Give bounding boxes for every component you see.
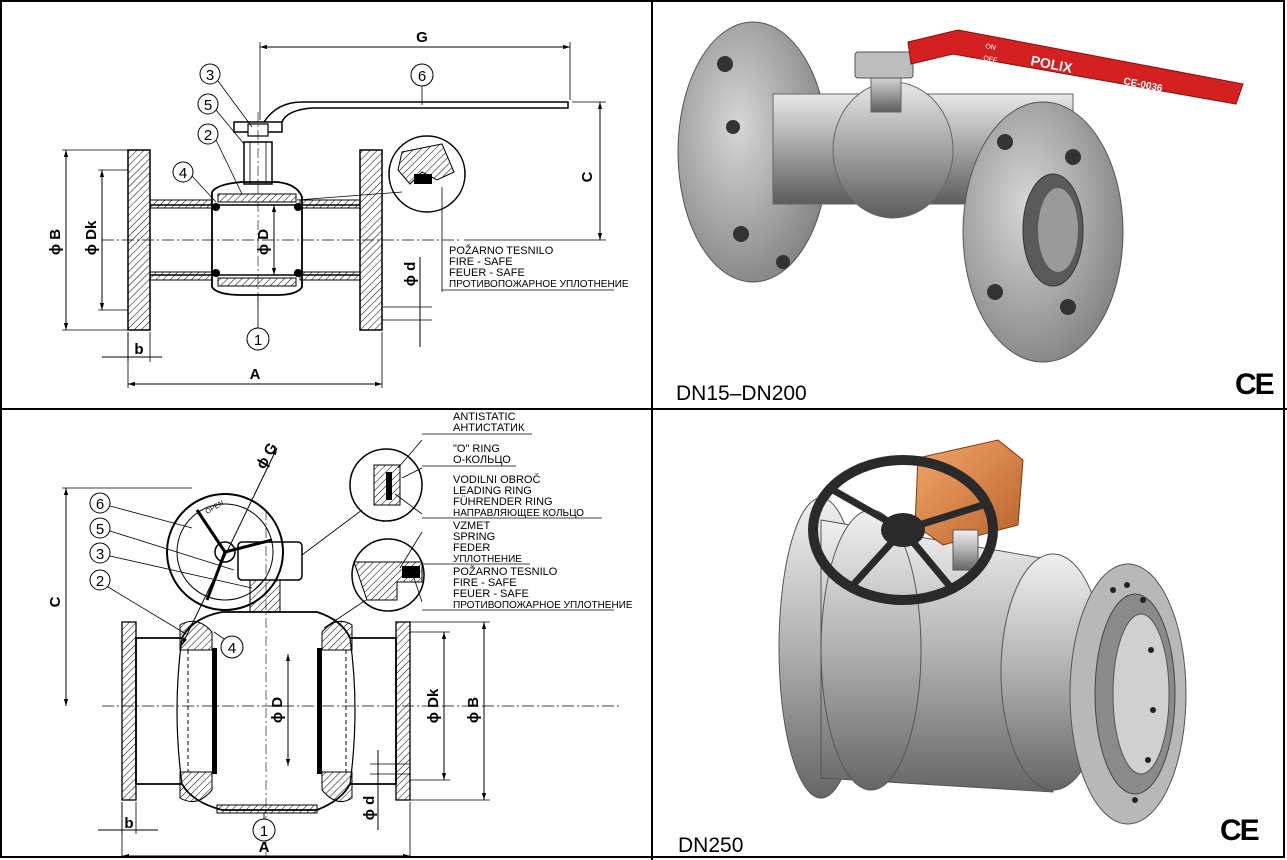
red-lever-handle [907, 29, 1244, 105]
note-o-ring: "O" RING О-КОЛЬЦО [422, 443, 516, 467]
callout-4: 4 [213, 631, 244, 659]
svg-text:FEUER - SAFE: FEUER - SAFE [453, 588, 529, 600]
callout-4: 4 [172, 161, 217, 203]
svg-text:FIRE - SAFE: FIRE - SAFE [449, 256, 513, 268]
callout-5: 5 [197, 93, 245, 145]
right-flange [359, 149, 383, 331]
top-technical-drawing: G C ϕ B ϕ Dk ϕ D ϕ d [2, 2, 651, 408]
top-ce-mark: CE [1235, 368, 1275, 401]
svg-text:4: 4 [228, 640, 236, 657]
dim-Dk: ϕ Dk [425, 688, 442, 723]
svg-text:НАПРАВЛЯЮЩЕЕ КОЛЬЦО: НАПРАВЛЯЮЩЕЕ КОЛЬЦО [453, 508, 584, 519]
dim-G: G [416, 29, 428, 46]
dim-C: C [579, 171, 596, 182]
right-flange [395, 621, 411, 801]
svg-text:ANTISTATIC: ANTISTATIC [453, 411, 516, 423]
handle-mark-on: ON [985, 43, 997, 52]
svg-text:3: 3 [96, 546, 104, 563]
dim-B: ϕ B [47, 229, 64, 255]
svg-text:FÜHRENDER RING: FÜHRENDER RING [453, 496, 553, 508]
svg-text:FEDER: FEDER [453, 542, 490, 554]
svg-text:VODILNI OBROČ: VODILNI OBROČ [453, 473, 540, 486]
handle-brand: POLIX [1029, 52, 1074, 76]
lever-ball-valve-illustration: POLIX ON OFF CE-0036 [677, 21, 1244, 363]
callout-2: 2 [197, 123, 243, 195]
svg-text:4: 4 [179, 165, 187, 182]
dim-D: ϕ D [269, 697, 286, 723]
note-fire-safe: POŽARNO TESNILO FIRE - SAFE FEUER - SAFE… [422, 565, 633, 611]
handwheel-black [808, 455, 998, 605]
svg-text:УПЛОТНЕНИЕ: УПЛОТНЕНИЕ [453, 554, 522, 565]
top-drawing-svg: G C ϕ B ϕ Dk ϕ D ϕ d [47, 29, 629, 388]
gear-ball-valve-illustration [778, 439, 1187, 825]
left-flange [127, 149, 151, 331]
dim-d: ϕ d [361, 796, 378, 821]
dim-G: ϕ G [253, 440, 281, 472]
svg-text:LEADING RING: LEADING RING [453, 485, 532, 497]
callout-6: 6 [89, 492, 193, 529]
svg-text:5: 5 [96, 521, 104, 538]
callout-5: 5 [89, 517, 235, 571]
note-antistatic: ANTISTATIC АНТИСТАТИК [422, 411, 532, 435]
svg-text:"O" RING: "O" RING [453, 443, 500, 455]
wheel-open-mark: OPEN [205, 500, 226, 516]
orange-gearbox [914, 439, 1024, 546]
note-spring: VZMET SPRING FEDER УПЛОТНЕНИЕ [422, 520, 530, 565]
horizontal-divider [0, 408, 1287, 410]
dim-Dk: ϕ Dk [83, 220, 100, 255]
callout-6: 6 [410, 63, 434, 105]
svg-text:3: 3 [206, 67, 214, 84]
svg-text:FIRE - SAFE: FIRE - SAFE [453, 577, 517, 589]
dim-b: b [134, 341, 143, 358]
bottom-ce-mark: CE [1220, 814, 1260, 847]
callout-3: 3 [89, 542, 253, 589]
svg-text:АНТИСТАТИК: АНТИСТАТИК [453, 422, 525, 434]
callout-3: 3 [199, 63, 253, 128]
callout-1: 1 [252, 813, 276, 842]
dim-d: ϕ d [402, 262, 419, 287]
handle-mark-off: OFF [983, 55, 998, 65]
dim-B: ϕ B [465, 697, 482, 723]
bottom-drawing-svg: OPEN ϕ G ANTISTATIC АНТИСТАТИК [47, 411, 633, 858]
lever-handle [263, 101, 569, 123]
callout-1: 1 [246, 295, 270, 351]
dim-D: ϕ D [255, 229, 272, 255]
svg-text:1: 1 [260, 823, 268, 840]
svg-text:5: 5 [204, 97, 212, 114]
svg-text:ПРОТИВОПОЖАРНОЕ УПЛОТНЕНИЕ: ПРОТИВОПОЖАРНОЕ УПЛОТНЕНИЕ [453, 600, 633, 611]
svg-text:1: 1 [254, 332, 262, 349]
svg-text:ПРОТИВОПОЖАРНОЕ УПЛОТНЕНИЕ: ПРОТИВОПОЖАРНОЕ УПЛОТНЕНИЕ [449, 279, 629, 290]
dim-A: A [250, 366, 261, 383]
bottom-size-caption: DN250 [678, 834, 744, 857]
svg-text:VZMET: VZMET [453, 520, 491, 532]
stem-head [854, 51, 914, 79]
top-size-caption: DN15–DN200 [676, 382, 807, 405]
callout-2: 2 [89, 569, 187, 635]
bottom-product-image: DN250 CE [653, 410, 1285, 858]
svg-text:SPRING: SPRING [453, 531, 495, 543]
svg-text:POŽARNO TESNILO: POŽARNO TESNILO [453, 565, 558, 578]
svg-text:FEUER - SAFE: FEUER - SAFE [449, 267, 525, 279]
fire-safe-note: POŽARNO TESNILO FIRE - SAFE FEUER - SAFE… [442, 244, 629, 291]
dim-b: b [124, 815, 133, 832]
note-leading-ring: VODILNI OBROČ LEADING RING FÜHRENDER RIN… [422, 473, 602, 519]
svg-text:POŽARNO TESNILO: POŽARNO TESNILO [449, 244, 554, 257]
svg-text:2: 2 [204, 127, 212, 144]
vertical-divider [651, 0, 653, 860]
top-product-image: POLIX ON OFF CE-0036 DN15–DN200 CE [653, 2, 1285, 408]
dim-C: C [47, 596, 64, 607]
left-flange [121, 621, 137, 801]
svg-text:6: 6 [96, 496, 104, 513]
svg-text:2: 2 [96, 573, 104, 590]
svg-text:О-КОЛЬЦО: О-КОЛЬЦО [453, 454, 511, 466]
bottom-technical-drawing: OPEN ϕ G ANTISTATIC АНТИСТАТИК [2, 410, 651, 858]
valve-body [211, 181, 303, 296]
svg-text:6: 6 [418, 68, 426, 85]
dim-A: A [259, 839, 270, 856]
